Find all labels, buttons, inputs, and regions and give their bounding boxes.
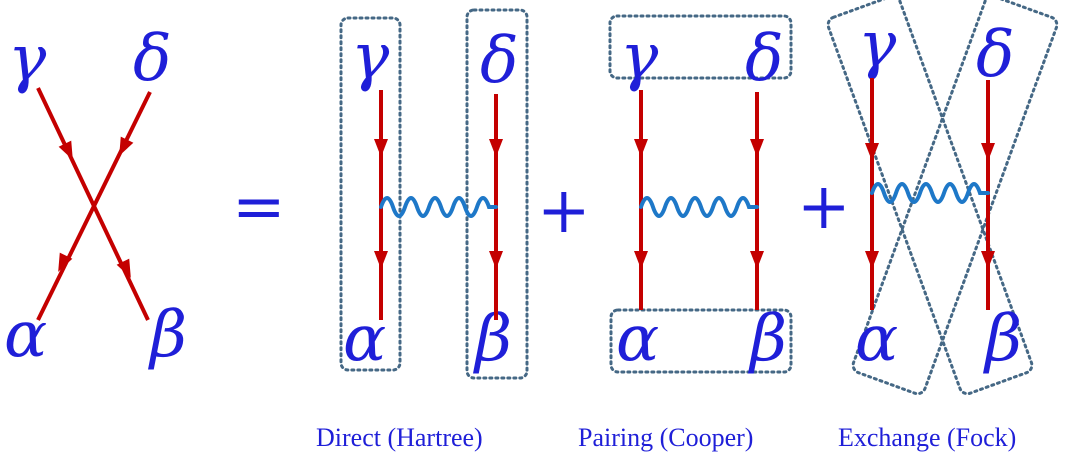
label-delta: δ — [745, 22, 784, 96]
label-gamma: γ — [858, 8, 897, 82]
vertex-diagram: γ δ α β — [4, 22, 187, 372]
equals-sign: = — [232, 170, 286, 244]
label-beta: β — [473, 302, 512, 376]
exchange-fock-diagram: γ δ α β — [826, 0, 1059, 396]
arrow-marker — [634, 251, 648, 269]
label-alpha: α — [616, 302, 659, 376]
arrow-marker — [374, 251, 388, 269]
interaction-wavy-line — [870, 182, 990, 204]
plus-sign: + — [797, 170, 851, 244]
arrow-marker — [750, 139, 764, 157]
label-alpha: α — [4, 298, 47, 372]
grouping-box — [851, 0, 1059, 396]
label-delta: δ — [976, 18, 1015, 92]
label-beta: β — [748, 302, 787, 376]
label-beta: β — [148, 298, 187, 372]
arrow-marker — [634, 139, 648, 157]
caption-exchange-fock: Exchange (Fock) — [838, 423, 1016, 452]
label-gamma: γ — [351, 20, 390, 94]
plus-sign: + — [537, 174, 591, 248]
arrow-marker — [489, 139, 503, 157]
label-beta: β — [983, 302, 1022, 376]
direct-hartree-diagram: γ δ α β — [339, 8, 529, 380]
pairing-cooper-diagram: γ δ α β — [608, 14, 793, 376]
arrow-marker — [374, 139, 388, 157]
caption-direct-hartree: Direct (Hartree) — [316, 423, 483, 452]
arrow-marker — [112, 136, 134, 159]
arrow-marker — [58, 140, 80, 163]
arrow-marker — [489, 251, 503, 269]
crossed-propagator-2 — [36, 91, 152, 321]
label-alpha: α — [855, 302, 898, 376]
arrow-marker — [981, 143, 995, 161]
caption-pairing-cooper: Pairing (Cooper) — [578, 423, 753, 452]
arrow-marker — [865, 251, 879, 269]
grouping-box — [609, 308, 793, 374]
grouping-box — [608, 14, 793, 80]
label-gamma: γ — [8, 22, 47, 96]
arrow-marker — [750, 251, 764, 269]
grouping-box — [339, 16, 402, 372]
grouping-box — [826, 0, 1034, 396]
label-delta: δ — [480, 24, 519, 98]
label-gamma: γ — [620, 20, 659, 94]
label-delta: δ — [133, 22, 172, 96]
interaction-wavy-line — [639, 196, 759, 218]
interaction-wavy-line — [379, 196, 498, 218]
grouping-box — [465, 8, 529, 380]
